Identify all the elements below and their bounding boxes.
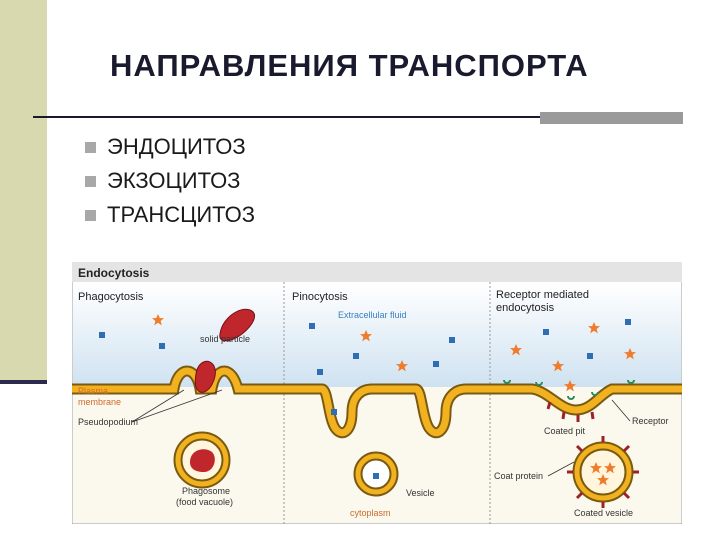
slide-sidebar (0, 0, 47, 382)
square-bullet-icon (85, 141, 96, 153)
label-cytoplasm: cytoplasm (350, 508, 391, 518)
coated-vesicle (567, 436, 639, 508)
title-divider (33, 116, 543, 118)
label-coated-pit: Coated pit (544, 426, 586, 436)
receptor-marks (503, 379, 635, 400)
extracellular-region (73, 283, 681, 387)
label-food-vacuole: (food vacuole) (176, 497, 233, 507)
phagosome-particle (190, 449, 215, 472)
plasma-membrane-fill (72, 367, 682, 437)
pinocytic-vesicle-fill (355, 453, 397, 495)
coat-protein-marks (546, 401, 595, 422)
bullet-item: ЭКЗОЦИТОЗ (85, 164, 255, 198)
label-coated-vesicle: Coated vesicle (574, 508, 633, 518)
panel-title-receptor-wrap: Receptor mediated endocytosis (496, 289, 589, 314)
label-plasma-membrane-2: membrane (78, 397, 121, 407)
panel-title-phagocytosis: Phagocytosis (78, 291, 144, 303)
panel-title-pinocytosis: Pinocytosis (292, 291, 348, 303)
engulfed-particle (194, 360, 216, 393)
square-bullet-icon (85, 209, 96, 221)
label-solid-particle: solid particle (200, 334, 250, 344)
title-divider-accent (540, 112, 683, 124)
bullet-item: ЭНДОЦИТОЗ (85, 130, 255, 164)
phagosome-fill (175, 433, 229, 487)
panel-title-receptor: Receptor mediated endocytosis (496, 289, 589, 314)
label-receptor: Receptor (632, 416, 669, 426)
sidebar-accent-bar (0, 380, 47, 384)
bullet-text: ЭНДОЦИТОЗ (107, 134, 246, 159)
label-extracellular-fluid: Extracellular fluid (338, 310, 407, 320)
pseudopodium-leader (131, 389, 185, 423)
figure-title: Endocytosis (78, 266, 150, 280)
pseudopodium-leader (131, 389, 223, 423)
label-vesicle: Vesicle (406, 488, 435, 498)
solid-particle (219, 308, 255, 342)
endocytosis-diagram: Endocytosis Phagocytosis Pinocytosis Rec… (72, 262, 682, 524)
label-pseudopodium: Pseudopodium (78, 417, 138, 427)
label-phagosome: Phagosome (182, 486, 230, 496)
label-plasma-membrane: Plasma (78, 386, 108, 396)
bullet-list: ЭНДОЦИТОЗ ЭКЗОЦИТОЗ ТРАНСЦИТОЗ (85, 130, 255, 232)
label-coat-protein: Coat protein (494, 471, 543, 481)
bullet-text: ЭКЗОЦИТОЗ (107, 168, 241, 193)
square-bullet-icon (85, 175, 96, 187)
receptor-leader (611, 399, 631, 422)
coat-protein-leader (547, 461, 575, 477)
bullet-text: ТРАНСЦИТОЗ (107, 202, 256, 227)
slide-title: НАПРАВЛЕНИЯ ТРАНСПОРТА (110, 48, 589, 83)
bullet-item: ТРАНСЦИТОЗ (85, 198, 255, 232)
figure-header (72, 262, 682, 282)
